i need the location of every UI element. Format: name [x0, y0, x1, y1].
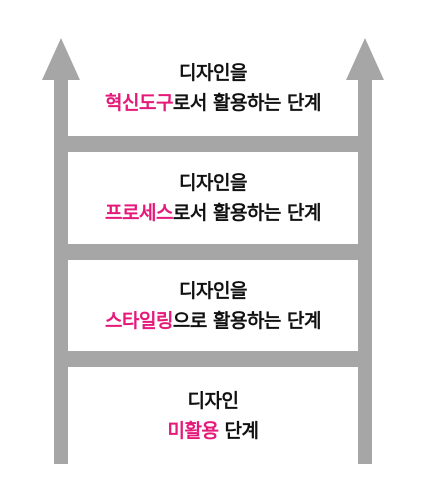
level-4-line2: 혁신도구로서 활용하는 단계	[68, 88, 358, 118]
level-3-line1: 디자인을	[179, 172, 247, 194]
level-2-line2: 스타일링으로 활용하는 단계	[68, 306, 358, 336]
right-arrow-head-icon	[346, 38, 384, 80]
left-arrow-head-icon	[42, 38, 80, 80]
right-rail	[358, 72, 372, 464]
level-4-rest: 로서 활용하는 단계	[172, 92, 322, 114]
level-1-text: 디자인 미활용 단계	[68, 386, 358, 446]
level-3-rest: 로서 활용하는 단계	[172, 202, 322, 224]
level-3-line2: 프로세스로서 활용하는 단계	[68, 198, 358, 228]
level-1-highlight: 미활용	[167, 420, 219, 442]
rung-2	[54, 244, 372, 260]
rung-3	[54, 351, 372, 367]
level-4-text: 디자인을 혁신도구로서 활용하는 단계	[68, 58, 358, 118]
level-1-line1: 디자인	[187, 390, 239, 412]
rung-1	[54, 136, 372, 152]
level-4-line1: 디자인을	[179, 62, 247, 84]
level-1-line2: 미활용 단계	[68, 416, 358, 446]
level-2-highlight: 스타일링	[105, 310, 173, 332]
level-3-highlight: 프로세스	[105, 202, 173, 224]
level-2-rest: 으로 활용하는 단계	[172, 310, 322, 332]
level-2-line1: 디자인을	[179, 280, 247, 302]
level-4-highlight: 혁신도구	[105, 92, 173, 114]
level-2-text: 디자인을 스타일링으로 활용하는 단계	[68, 276, 358, 336]
level-3-text: 디자인을 프로세스로서 활용하는 단계	[68, 168, 358, 228]
left-rail	[54, 72, 68, 464]
level-1-rest: 단계	[218, 420, 259, 442]
